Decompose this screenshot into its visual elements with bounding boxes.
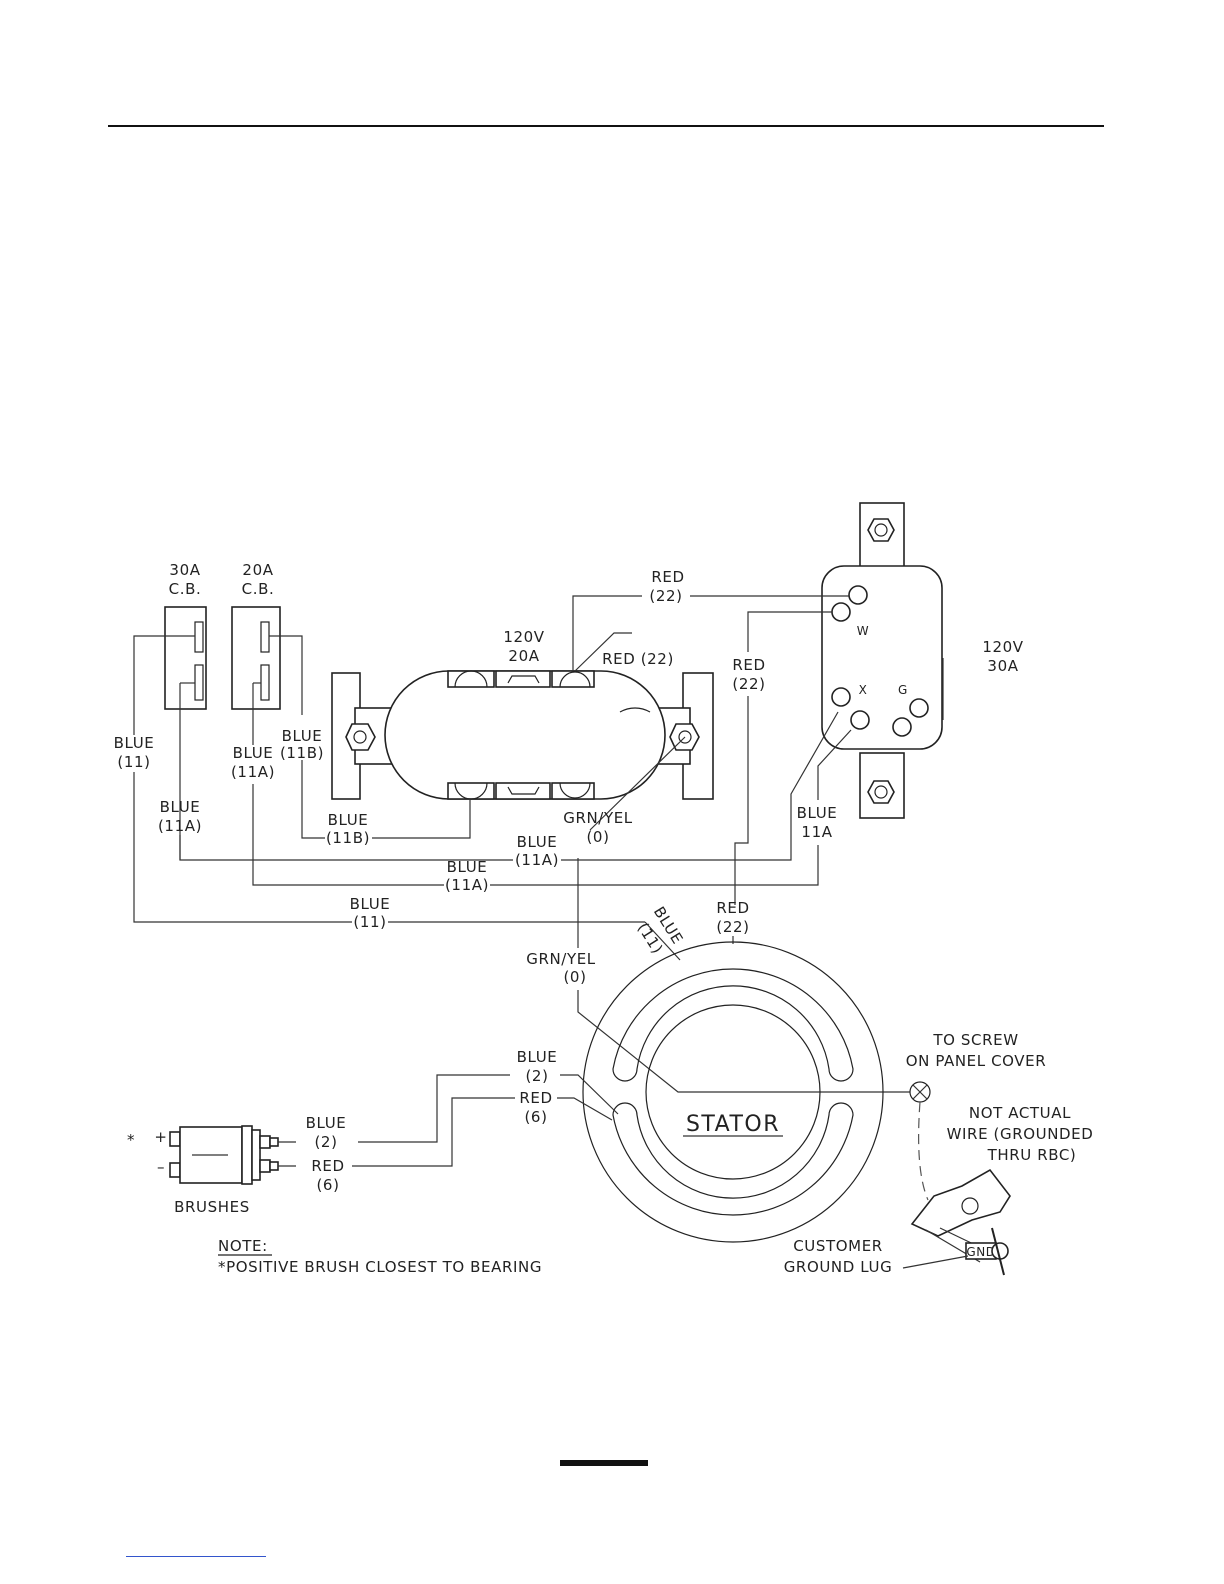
label-blue2-brush-color: BLUE [306,1114,347,1132]
label-grnyel-stator-num: (0) [563,968,586,986]
terminal-x: X [859,683,868,697]
breaker-30a: 30A C.B. [164,561,207,860]
wire-blue2 [358,1074,510,1143]
label-red22-stator-color: RED [716,899,749,917]
label-blue11a-cb30-color: BLUE [160,798,201,816]
ground-lug-line1: CUSTOMER [793,1237,883,1255]
label-red6-stator-color: RED [519,1089,552,1107]
wire-red22-right [747,611,832,652]
wire-blue11-outer [133,635,195,735]
wire-red22-outlet [574,632,632,672]
label-blue11a-mid-color: BLUE [517,833,558,851]
footer-rule [560,1460,648,1466]
label-blue11a-right-color: BLUE [797,804,838,822]
cb30-rating: 30A [169,561,200,579]
label-grnyel-top-num: (0) [586,828,609,846]
outlet-120v-30a: W X G 120V 30A [821,502,1023,819]
label-blue11-bottom-color: BLUE [350,895,391,913]
label-grnyel-stator-color: GRN/YEL [526,950,596,968]
label-blue11b-cb20-num: (11B) [280,744,324,762]
brushes: * + – BRUSHES [127,1125,296,1216]
brushes-label: BRUSHES [174,1198,250,1216]
outlet20-voltage: 120V [503,628,544,646]
outlet30-amperage: 30A [987,657,1018,675]
label-red22-outlet: RED (22) [602,650,674,668]
label-blue11a-cb20-color: BLUE [233,744,274,762]
brush-asterisk: * [127,1131,135,1149]
label-blue11a-right-num: 11A [801,823,832,841]
label-red22-top-num: (22) [649,587,682,605]
label-blue11a-cb20-num: (11A) [231,763,275,781]
label-blue11-left-num: (11) [117,753,150,771]
not-actual-line2: WIRE (GROUNDED [947,1125,1094,1143]
label-blue2-stator-num: (2) [525,1067,548,1085]
ground-lug: GND [910,1168,1011,1276]
label-red6-stator-num: (6) [524,1108,547,1126]
not-actual-line1: NOT ACTUAL [969,1104,1071,1122]
label-grnyel-top-color: GRN/YEL [563,809,633,827]
label-blue11a-low-num: (11A) [445,876,489,894]
breaker-20a: 20A C.B. [231,561,281,710]
wire-red6 [352,1097,515,1167]
ground-lug-tag: GND [966,1245,995,1259]
label-blue11a-mid-num: (11A) [515,851,559,869]
outlet30-voltage: 120V [982,638,1023,656]
wire-blue11b [269,635,303,715]
label-red22-top-color: RED [651,568,684,586]
label-blue11b-bottom-num: (11B) [326,829,370,847]
label-red22-right-color: RED [732,656,765,674]
note-text: *POSITIVE BRUSH CLOSEST TO BEARING [218,1258,542,1276]
label-blue2-brush-num: (2) [314,1133,337,1151]
brush-minus: – [157,1158,165,1176]
panel-screw [909,1081,931,1103]
label-red22-stator-num: (22) [716,918,749,936]
outlet20-amperage: 20A [508,647,539,665]
not-actual-line3: THRU RBC) [987,1146,1077,1164]
label-red6-brush-num: (6) [316,1176,339,1194]
label-blue2-stator-color: BLUE [517,1048,558,1066]
terminal-g: G [898,683,908,697]
cb30-type: C.B. [169,580,202,598]
cb20-rating: 20A [242,561,273,579]
stator-label: STATOR [686,1112,780,1137]
footer-link-underline [126,1556,266,1557]
note-heading: NOTE: [218,1237,268,1255]
label-blue11b-bottom-color: BLUE [328,811,369,829]
cb20-type: C.B. [242,580,275,598]
stator: STATOR [582,941,884,1243]
wire-blue11a-cb30 [179,835,513,861]
wire-red22-top [572,595,642,671]
terminal-w: W [857,624,869,638]
brush-plus: + [154,1128,167,1146]
not-actual-wire [918,1101,929,1201]
label-blue11a-cb30-num: (11A) [158,817,202,835]
label-blue11-left-color: BLUE [114,734,155,752]
label-red6-brush-color: RED [311,1157,344,1175]
wire-grnyel [589,736,686,831]
ground-lug-line2: GROUND LUG [784,1258,893,1276]
label-blue11-bottom-num: (11) [353,913,386,931]
to-screw-line2: ON PANEL COVER [906,1052,1047,1070]
to-screw-line1: TO SCREW [932,1031,1018,1049]
label-blue11a-low-color: BLUE [447,858,488,876]
label-red22-right-num: (22) [732,675,765,693]
outlet-120v-20a: 120V 20A [331,628,714,800]
label-blue11b-cb20-color: BLUE [282,727,323,745]
